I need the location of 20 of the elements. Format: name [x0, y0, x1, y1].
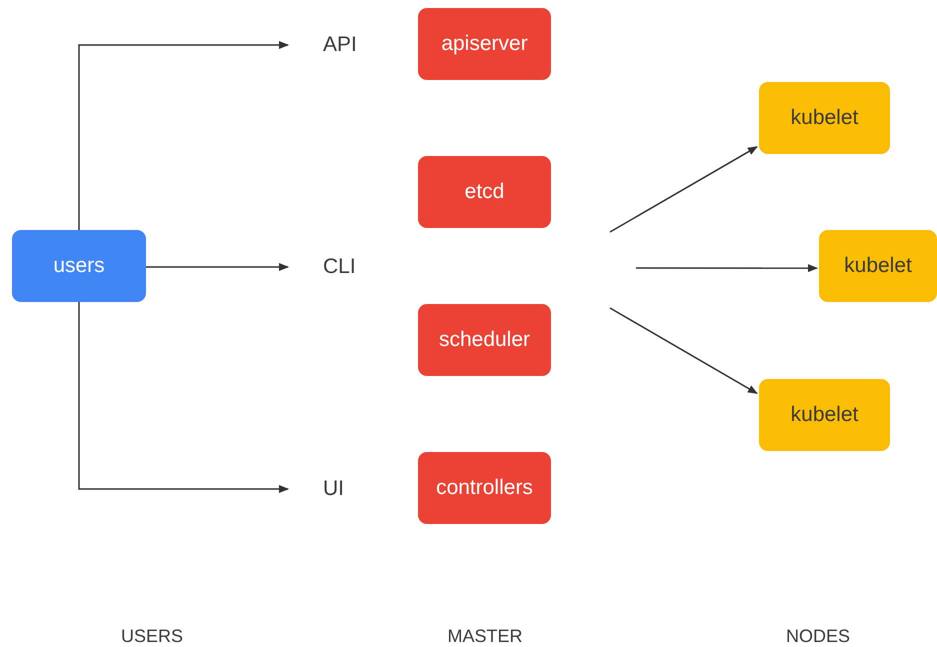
node-box: kubelet [759, 379, 890, 451]
column-heading: NODES [786, 626, 850, 647]
arrow [610, 146, 758, 233]
arrow [610, 307, 758, 394]
arrow [636, 264, 818, 272]
interface-label: CLI [290, 250, 360, 284]
arrow [146, 263, 289, 271]
arrow [78, 302, 289, 493]
interface-label: API [290, 28, 361, 62]
column-heading: MASTER [448, 626, 522, 647]
user-box: users [12, 230, 146, 302]
node-box: kubelet [819, 230, 937, 302]
interface-label: UI [290, 472, 348, 506]
component-box: scheduler [418, 304, 551, 376]
component-box: etcd [418, 156, 551, 228]
arrow [78, 41, 289, 230]
column-heading: USERS [121, 626, 183, 647]
component-box: controllers [418, 452, 551, 524]
component-box: apiserver [418, 8, 551, 80]
node-box: kubelet [759, 82, 890, 154]
